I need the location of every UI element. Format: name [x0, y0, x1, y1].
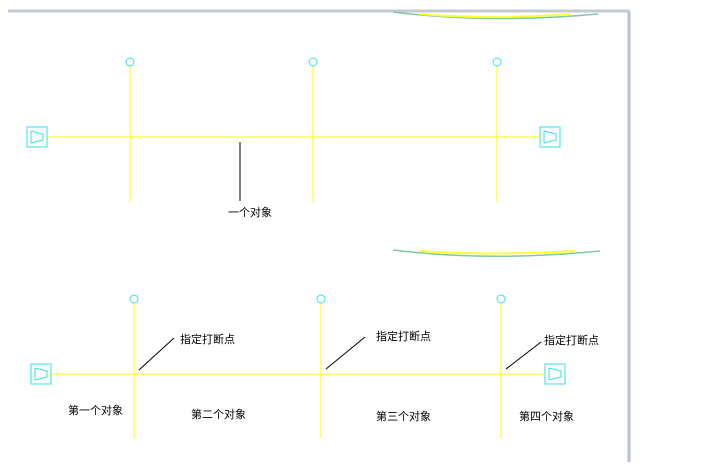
lamp-icon [125, 57, 135, 67]
top-diagram: 一个对象 [26, 57, 561, 219]
lamp-icon [492, 57, 502, 67]
branch[interactable] [496, 294, 506, 438]
lamp-icon [129, 294, 139, 304]
branch[interactable] [492, 57, 502, 202]
middle-arc [392, 249, 601, 258]
object-label-2: 第二个对象 [191, 407, 246, 421]
break-point-label: 指定打断点 [180, 332, 235, 346]
object-label-4: 第四个对象 [519, 409, 574, 423]
object-label-1: 第一个对象 [68, 403, 123, 417]
break-leader-line [505, 341, 542, 370]
branch[interactable] [125, 57, 135, 202]
branch[interactable] [308, 57, 318, 202]
speaker-icon [30, 363, 52, 385]
branch[interactable] [129, 294, 139, 438]
lamp-icon [308, 57, 318, 67]
speaker-icon [544, 363, 566, 385]
break-leader-line [138, 337, 175, 371]
top-arc [392, 11, 599, 20]
object-label: 一个对象 [228, 205, 272, 219]
break-point-label: 指定打断点 [376, 329, 431, 343]
branch[interactable] [316, 294, 326, 438]
object-label-3: 第三个对象 [376, 409, 431, 423]
bottom-diagram: 指定打断点 指定打断点 指定打断点 第一个对象 第二个对象 第三个对象 第四个对… [30, 294, 599, 438]
lamp-icon [496, 294, 506, 304]
speaker-icon [539, 126, 561, 148]
break-point-label: 指定打断点 [544, 333, 599, 347]
lamp-icon [316, 294, 326, 304]
speaker-icon [26, 126, 48, 148]
break-leader-line [325, 336, 366, 370]
